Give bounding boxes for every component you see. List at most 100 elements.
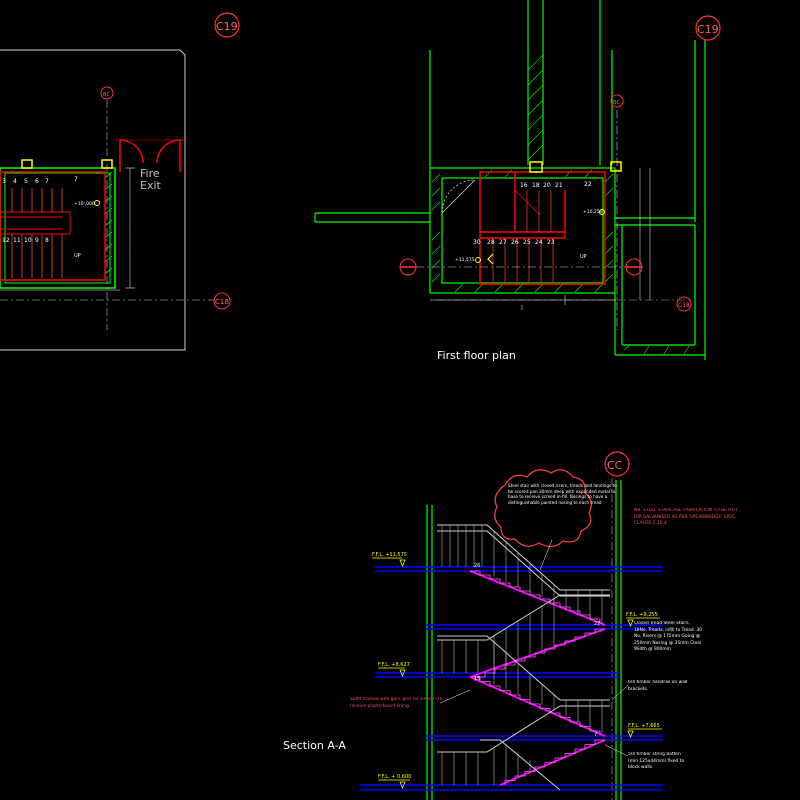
ffl-label: F.F.L. +8,627	[378, 662, 410, 668]
plan-walls	[314, 0, 706, 360]
soffit-note: Soffit framed with galv. grid (or simila…	[350, 697, 443, 709]
stair-outline	[0, 171, 106, 281]
handrails	[437, 524, 610, 791]
plan-left: 3 4 5 6 7 7 12 11 10 9 8 +10',000 UP BC	[0, 12, 240, 351]
site-boundary-line	[0, 49, 186, 351]
tread-numbers-left: 3 4 5 6 7 7 12 11 10 9 8	[2, 176, 78, 244]
tread-number: 21	[555, 182, 563, 189]
level-label: +10,250	[583, 209, 603, 215]
grid-bubble-icon	[214, 12, 240, 38]
column-icon	[21, 159, 33, 169]
tread-number: 26	[511, 239, 519, 246]
tread-numbers-right: 16 18 20 21 22 30 28 27 26 25 24 23	[473, 181, 592, 246]
grid-bubble-label: CC	[607, 459, 623, 472]
string-note-box: 5/4 timber string batten (min 125x44mm) …	[628, 752, 684, 770]
revision-cloud-icon	[494, 469, 592, 548]
floor-slab-lines	[360, 566, 663, 791]
tread-number: 4	[13, 178, 17, 185]
drawing-title: First floor plan	[437, 349, 516, 362]
tread-number: 20	[543, 182, 551, 189]
leader-line	[539, 539, 553, 571]
spec-note: NB. STEEL STAIRCASE FABRICATION TO BE HO…	[634, 508, 738, 527]
ffl-label: F.F.L. +11,575	[372, 552, 407, 558]
stair-riser-lines	[492, 190, 554, 282]
grid-bubble-label: C19	[216, 20, 238, 33]
section-marker-icon	[399, 258, 417, 276]
tread-number: 24	[535, 239, 543, 246]
stair-wall-outline	[0, 167, 116, 289]
up-label: UP	[74, 253, 81, 259]
level-marker-icon	[475, 257, 481, 263]
level-label: +10',000	[74, 201, 95, 207]
ffl-label: F.F.L. +7,665	[628, 723, 660, 729]
tread-number: 16	[520, 182, 528, 189]
flight-number: 7	[594, 732, 597, 738]
stair-spec-note: Closed Tread Steel Stairs, 18No. Treads,…	[634, 621, 702, 653]
ffl-label: F.F.L. + 0,600	[378, 774, 411, 780]
leader-line	[439, 689, 471, 704]
flight-number: 26	[474, 563, 480, 569]
flight-numbers: 26 22 15 7	[474, 563, 600, 738]
soffit-note-box: Soffit framed with galv. grid (or simila…	[350, 697, 443, 709]
section-marker-icon	[625, 258, 643, 276]
tread-number: 7	[45, 178, 49, 185]
stair-spec-box: Closed Tread Steel Stairs, 18No. Treads,…	[634, 621, 702, 653]
section-a-a: CC	[283, 451, 738, 800]
tread-number: 27	[499, 239, 507, 246]
tread-number: 3	[2, 178, 6, 185]
grid-bubble-icon	[213, 292, 231, 310]
grid-bubble-label: C18	[678, 302, 690, 309]
fire-exit-door-icon	[113, 139, 187, 172]
door-swing-icon	[441, 179, 476, 214]
tread-number: 28	[487, 239, 495, 246]
spec-note-box: NB. STEEL STAIRCASE FABRICATION TO BE HO…	[634, 508, 738, 527]
wall-hatch	[104, 171, 113, 275]
column-icon	[529, 161, 543, 173]
leader-line	[604, 744, 629, 757]
leader-line	[611, 684, 629, 701]
ffl-labels: F.F.L. +11,575 F.F.L. +9,255 F.F.L. +8,6…	[372, 552, 660, 780]
up-label: UP	[580, 254, 587, 260]
direction-arrow-icon	[487, 253, 494, 265]
cloud-note-box: Steel stair with closed risers, treads a…	[508, 483, 617, 505]
fire-exit-label: Exit	[140, 179, 162, 192]
flight-number: 22	[594, 621, 600, 627]
tread-number: 9	[35, 237, 39, 244]
tread-number: 10	[24, 237, 32, 244]
tread-number: 30	[473, 239, 481, 246]
level-marker-icon	[94, 200, 100, 206]
drawing-title: Section A-A	[283, 739, 346, 752]
tread-number: 18	[532, 182, 540, 189]
level-label: +11,575	[455, 257, 475, 263]
tread-number: 23	[547, 239, 555, 246]
dimension-lines-left	[0, 167, 135, 291]
section-walls	[426, 480, 622, 800]
grid-bubble-label: BC	[613, 100, 620, 106]
plan-wall-hatch	[431, 54, 690, 355]
grid-bubble-icon	[100, 86, 114, 100]
ffl-label: F.F.L. +9,255	[626, 612, 658, 618]
tread-number: 22	[584, 181, 592, 188]
grid-bubble-label: C19	[697, 23, 719, 36]
fire-exit-label: Fire	[140, 167, 160, 180]
stair-riser-lines	[11, 188, 63, 278]
grid-bubble-icon	[695, 15, 721, 41]
stair-wall-inner	[4, 172, 111, 284]
break-line	[514, 189, 541, 216]
grid-bubble-label: BC	[103, 92, 110, 98]
grid-bubble-icon	[610, 94, 624, 108]
cloud-note: Steel stair with closed risers, treads a…	[508, 483, 617, 505]
tread-number: 11	[13, 237, 21, 244]
balusters	[441, 525, 603, 785]
tread-number: 7	[74, 176, 78, 183]
tread-number: 5	[24, 178, 28, 185]
handrail-note: 6/4 timber handrail on wall brackets.	[628, 680, 688, 692]
tread-number: 6	[35, 178, 39, 185]
tread-number: 25	[523, 239, 531, 246]
level-triangles	[372, 557, 662, 790]
flight-number: 15	[474, 676, 480, 682]
tread-number: 12	[2, 237, 10, 244]
grid-bubble-label: C18	[215, 298, 229, 306]
